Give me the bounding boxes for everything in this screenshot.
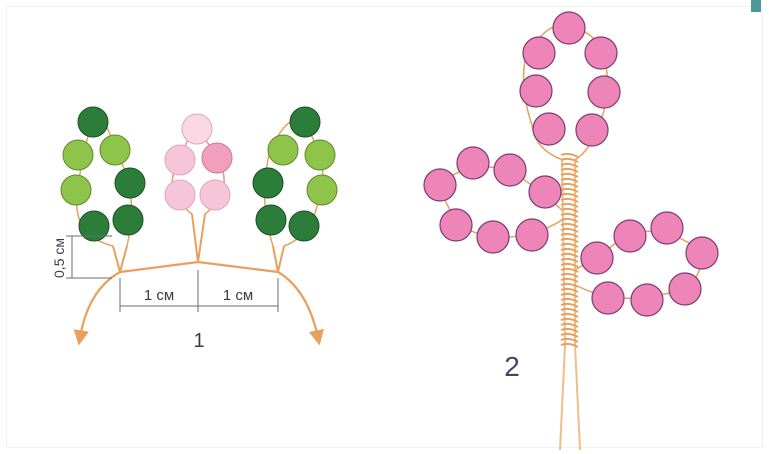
bead xyxy=(575,113,609,147)
bead xyxy=(522,36,556,70)
coil-turn xyxy=(560,312,579,318)
figure-2-label: 2 xyxy=(504,351,520,382)
bead xyxy=(201,142,233,174)
figure-2: 2 xyxy=(423,11,719,451)
dim-left-label: 1 см xyxy=(144,287,174,304)
dim-vertical-label: 0,5 см xyxy=(51,238,67,278)
figure-1: 0,5 см 1 см 1 см 1 xyxy=(51,106,338,352)
bead xyxy=(668,272,702,306)
bead xyxy=(181,113,213,145)
bead xyxy=(199,179,231,211)
coil-turn xyxy=(560,177,579,183)
top-loop-beads xyxy=(519,11,621,147)
coil-turn xyxy=(560,217,579,223)
coil-turn xyxy=(560,327,579,333)
coil-turn xyxy=(560,262,579,268)
coil-turn xyxy=(560,287,579,293)
coil-turn xyxy=(560,247,579,253)
dim-right-label: 1 см xyxy=(223,287,253,304)
coil-turn xyxy=(560,322,579,328)
coil-turn xyxy=(560,152,579,158)
bead xyxy=(685,236,719,270)
bead xyxy=(60,174,92,206)
coil-turn xyxy=(560,297,579,303)
coil-turn xyxy=(560,227,579,233)
coil-turn xyxy=(560,212,579,218)
figure-1-label: 1 xyxy=(193,330,204,352)
coil-turn xyxy=(560,222,579,228)
bead xyxy=(423,168,457,202)
coil-turn xyxy=(560,252,579,258)
coil-turn xyxy=(560,317,579,323)
coil-turn xyxy=(560,162,579,168)
bead xyxy=(304,139,336,171)
bead xyxy=(164,179,196,211)
bead xyxy=(77,106,109,138)
coil-turn xyxy=(560,272,579,278)
coil-turn xyxy=(560,182,579,188)
coil-turn xyxy=(560,292,579,298)
coil-turn xyxy=(560,232,579,238)
bead xyxy=(587,75,621,109)
coil-turn xyxy=(560,277,579,283)
bead xyxy=(630,283,664,317)
bead xyxy=(252,167,284,199)
right-loop-beads xyxy=(580,211,719,317)
bead xyxy=(591,281,625,315)
coil-turn xyxy=(560,337,579,343)
coil-turn xyxy=(560,197,579,203)
bead xyxy=(613,219,647,253)
right-stem xyxy=(272,245,285,273)
coil-turn xyxy=(560,267,579,273)
bead xyxy=(528,175,562,209)
bead xyxy=(62,139,94,171)
bead xyxy=(114,167,146,199)
coil-turn xyxy=(560,342,579,348)
bead xyxy=(306,174,338,206)
bead xyxy=(99,134,131,166)
bead xyxy=(515,218,549,252)
bead xyxy=(267,134,299,166)
bead xyxy=(439,208,473,242)
bead xyxy=(456,146,490,180)
bead xyxy=(78,210,110,242)
coil-turn xyxy=(560,332,579,338)
coil-turn xyxy=(560,257,579,263)
bead xyxy=(476,220,510,254)
image-frame xyxy=(6,6,763,448)
dimension-lines xyxy=(66,235,279,312)
coil-turn xyxy=(560,172,579,178)
bead xyxy=(112,204,144,236)
base-wire xyxy=(73,260,324,346)
bead xyxy=(650,211,684,245)
bead xyxy=(289,106,321,138)
bead xyxy=(493,153,527,187)
center-stem xyxy=(191,213,206,263)
bead xyxy=(255,204,287,236)
coil-turn xyxy=(560,192,579,198)
center-leaf-beads xyxy=(164,113,233,211)
left-loop-beads xyxy=(423,146,562,254)
coil-turn xyxy=(560,307,579,313)
coil-turn xyxy=(560,242,579,248)
bead xyxy=(552,11,586,45)
coil-turn xyxy=(560,202,579,208)
left-leaf-beads xyxy=(60,106,146,242)
left-stem xyxy=(112,245,128,273)
coil-turn xyxy=(560,302,579,308)
corner-mark-icon xyxy=(751,0,761,12)
bead xyxy=(519,74,553,108)
right-leaf-beads xyxy=(252,106,338,242)
coil-turn xyxy=(560,187,579,193)
coil-turn xyxy=(560,167,579,173)
bead xyxy=(532,112,566,146)
bead xyxy=(288,210,320,242)
bead xyxy=(164,144,196,176)
bead xyxy=(580,241,614,275)
bead xyxy=(584,36,618,70)
coil-turn xyxy=(560,237,579,243)
